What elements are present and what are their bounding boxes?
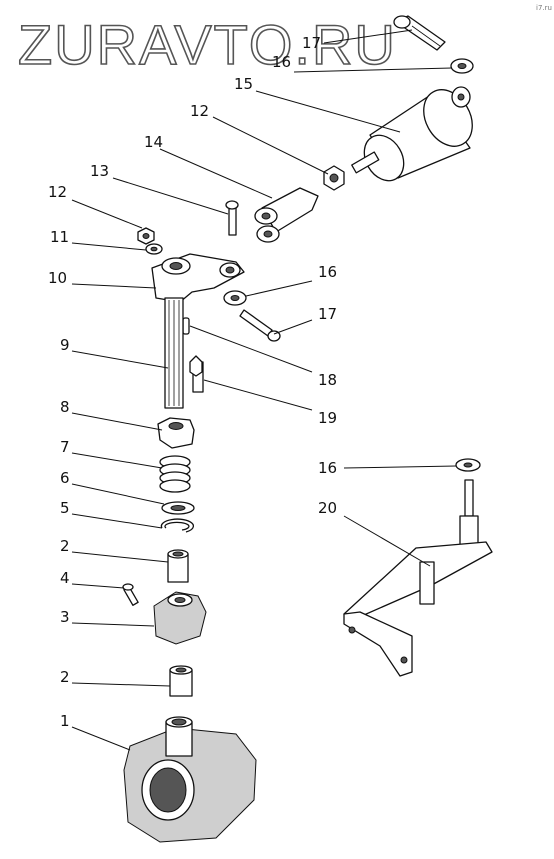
part-11-lock-washer [145,243,163,255]
callout-19: 19 [318,409,337,427]
part-16-right-washer [455,458,481,472]
part-17-middle-bolt [239,309,281,342]
callout-16-right: 16 [318,459,337,477]
callout-9: 9 [60,336,70,354]
part-2-upper-bushing [167,549,189,583]
part-20-bracket [343,479,493,677]
part-8-nut [157,417,195,449]
callout-2-upper: 2 [60,537,70,555]
callout-6: 6 [60,469,70,487]
part-16-middle-washer [223,290,247,306]
part-9-shaft [164,297,184,409]
callout-8: 8 [60,398,70,416]
part-16-top-washer [450,58,474,74]
part-18-key [182,317,190,335]
callout-3: 3 [60,608,70,626]
callout-16-top: 16 [272,53,291,71]
part-3-housing-bracket [153,591,207,645]
part-10-steering-arm [151,253,245,303]
part-6-washer [161,501,195,515]
part-19-bolt [189,355,204,393]
callout-4: 4 [60,569,70,587]
callout-16-middle: 16 [318,263,337,281]
callout-13: 13 [90,162,109,180]
part-5-snap-ring [160,518,195,533]
callout-15: 15 [234,75,253,93]
callout-5: 5 [60,499,70,517]
callout-20: 20 [318,499,337,517]
watermark-text: ZURAVTO.RU [18,13,397,76]
callout-12-lower: 12 [48,183,67,201]
part-14-lever-fork [254,187,319,243]
part-12-upper-nut [323,165,345,191]
part-1-main-housing [123,716,257,843]
part-15-cylinder [351,86,473,182]
callout-17-middle: 17 [318,305,337,323]
part-7-spring [159,455,191,493]
callout-7: 7 [60,438,70,456]
callout-14: 14 [144,133,163,151]
part-4-screw [122,583,139,606]
part-13-pin [225,200,239,236]
callout-labels: 17 16 15 12 14 13 12 11 10 16 17 9 18 8 … [48,34,337,730]
callout-18: 18 [318,371,337,389]
part-2-lower-bushing [169,665,193,697]
part-12-lower-nut [137,227,155,245]
callout-12-upper: 12 [190,102,209,120]
callout-11: 11 [50,228,69,246]
callout-1: 1 [60,712,70,730]
part-17-top-bolt [393,15,446,51]
leader-lines [71,29,457,751]
corner-mark: i7.ru [536,4,552,12]
callout-17-top: 17 [302,34,321,52]
callout-2-lower: 2 [60,668,70,686]
callout-10: 10 [48,269,67,287]
